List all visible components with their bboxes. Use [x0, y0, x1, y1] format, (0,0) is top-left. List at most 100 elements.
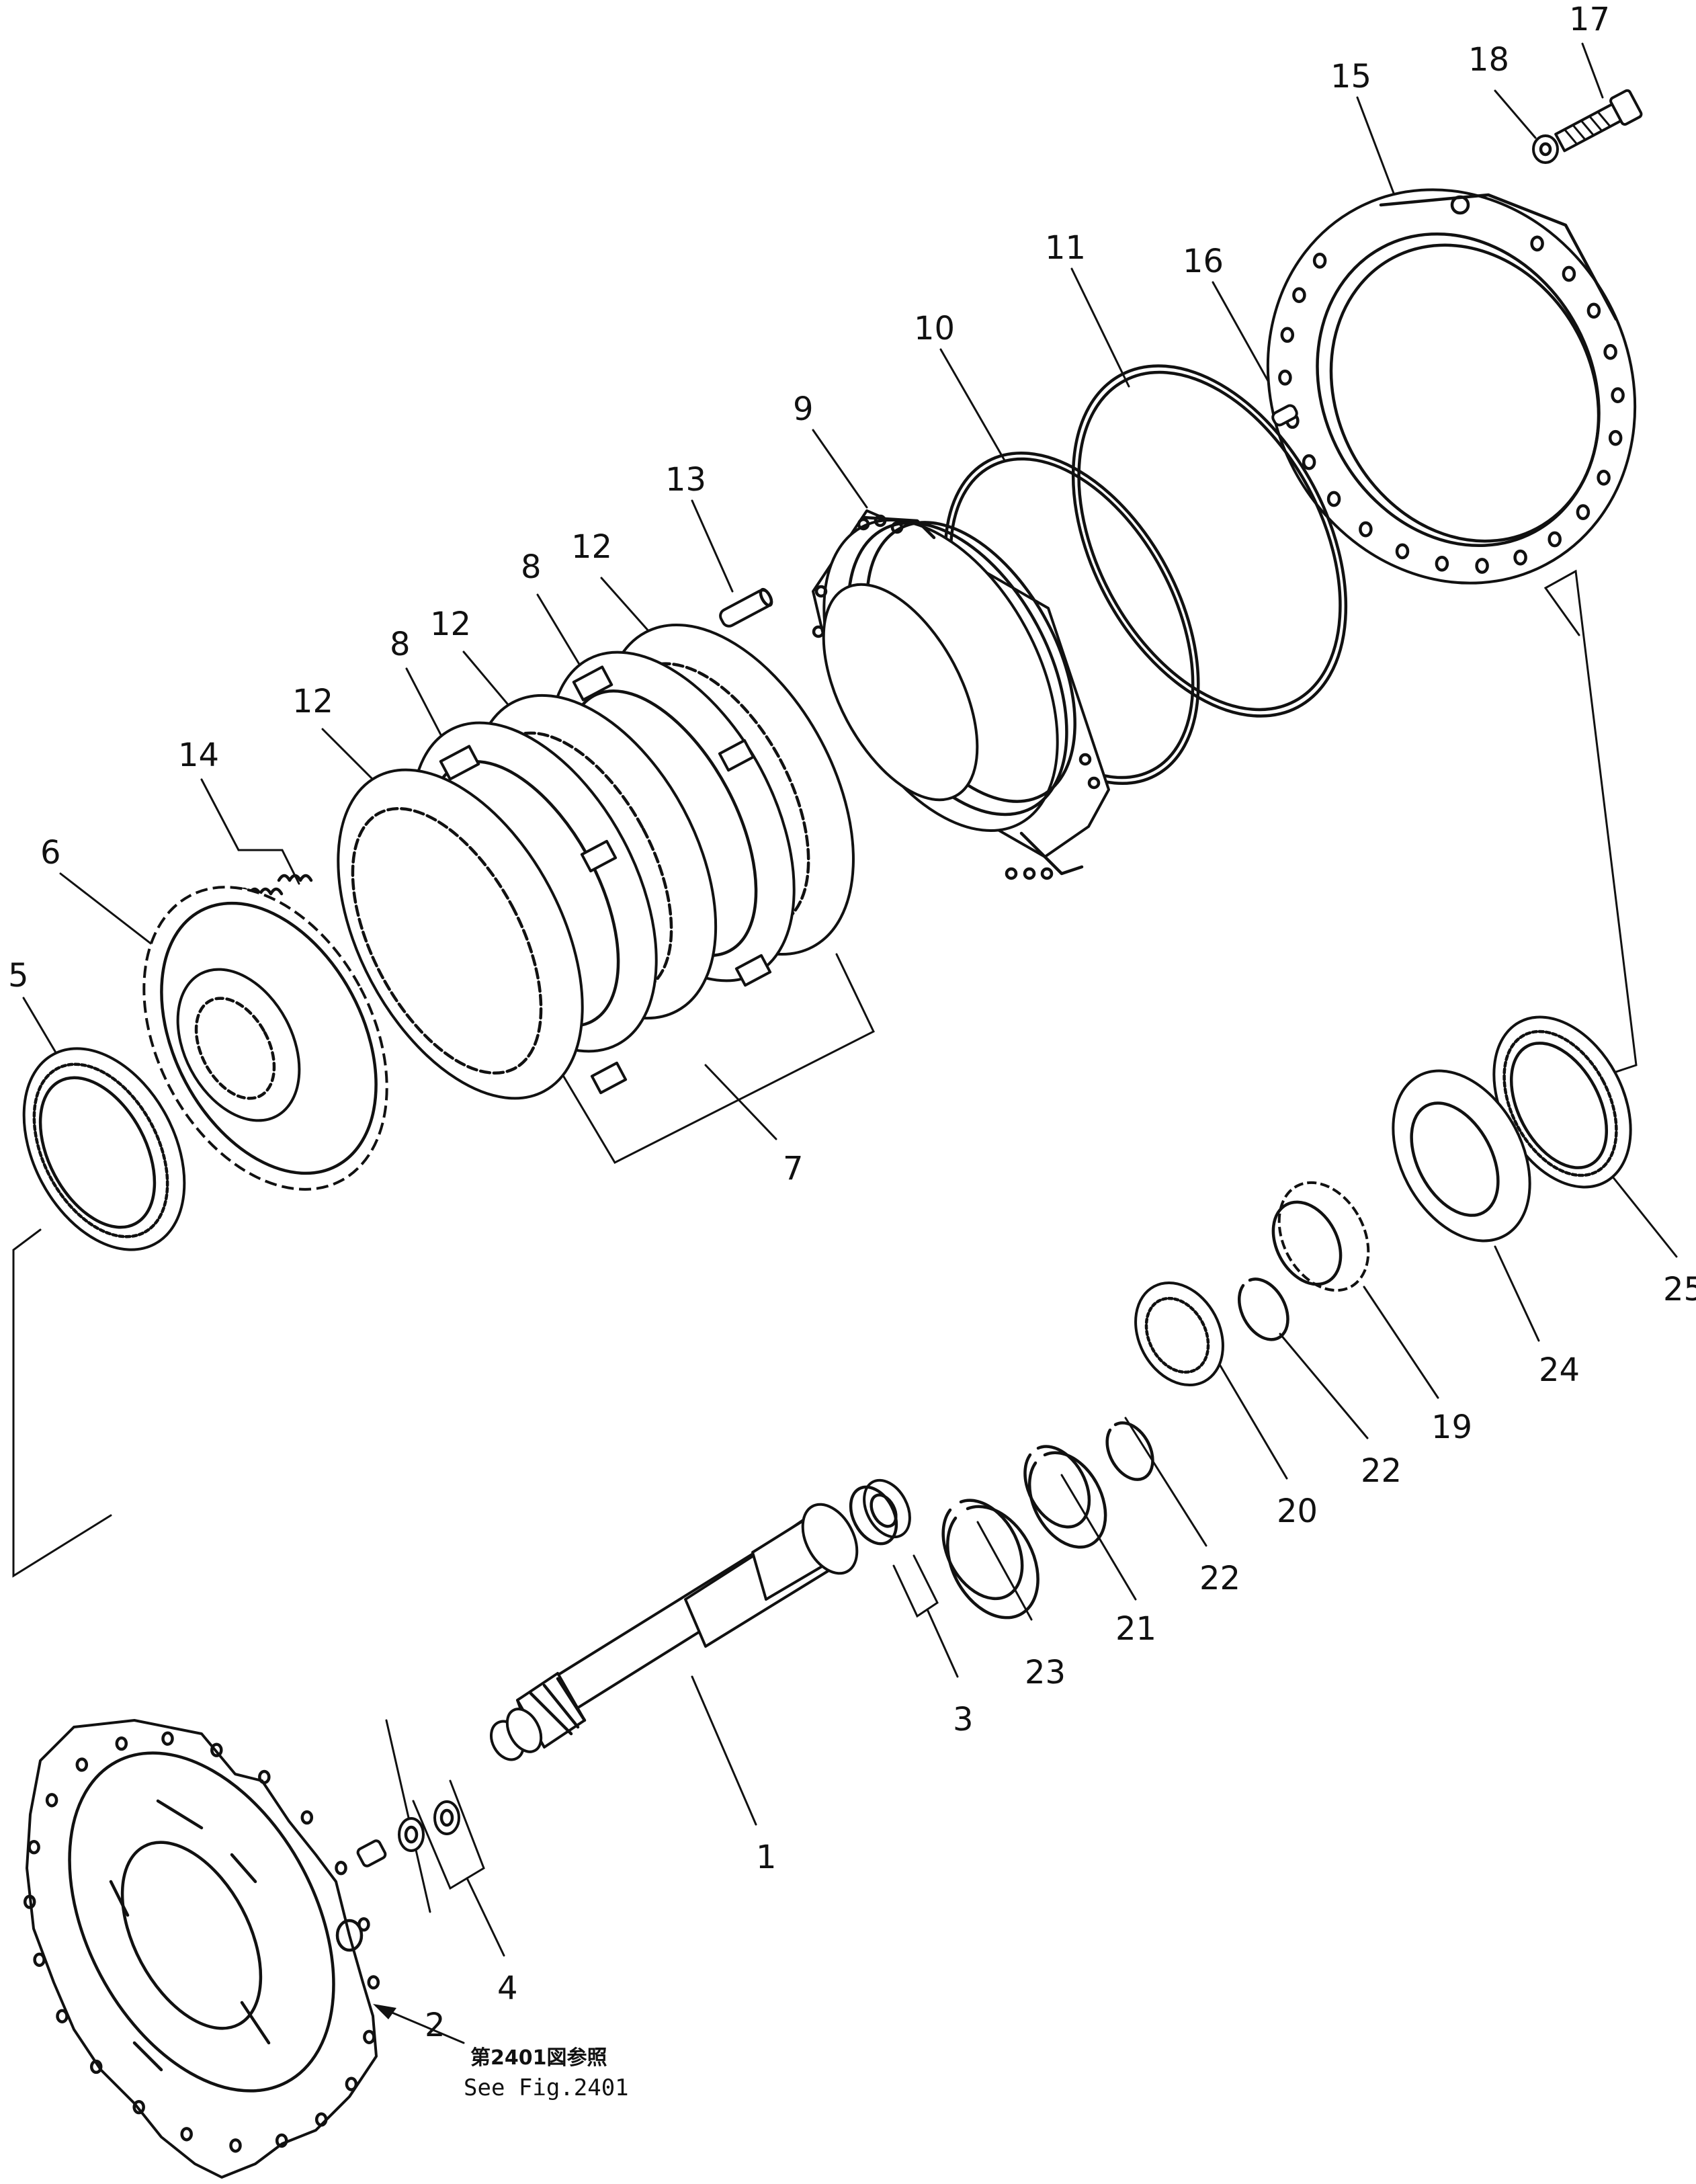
callout-20: 20 [1277, 1493, 1318, 1530]
part-4-washers [398, 1800, 460, 1852]
part-13-pin [719, 587, 773, 628]
bolt-hole [115, 1736, 128, 1751]
bolt-hole [1597, 469, 1611, 486]
bolt-hole [1278, 370, 1292, 386]
bolt-hole [1395, 543, 1410, 560]
part-17-bolt [1554, 89, 1643, 153]
part-16-pin [1271, 404, 1298, 427]
callout-14: 14 [178, 737, 219, 774]
part-15-bolt-holes [1278, 235, 1625, 574]
callout-8a: 8 [390, 626, 411, 663]
bolt-hole [1513, 549, 1527, 566]
callout-18: 18 [1468, 41, 1509, 79]
bolt-hole [1359, 521, 1373, 538]
callouts: 17 18 15 16 11 10 9 13 12 8 12 8 12 14 6… [8, 1, 1696, 2044]
bolt-hole [335, 1861, 347, 1876]
part-21-snap-ring [1023, 1445, 1107, 1549]
callout-21: 21 [1115, 1610, 1156, 1648]
bolt-hole [229, 2138, 242, 2153]
reference-note-japanese: 第2401図参照 [470, 2046, 607, 2070]
callout-12a: 12 [292, 683, 333, 720]
part-22-snap-ring-b [1105, 1421, 1154, 1481]
callout-7: 7 [783, 1150, 804, 1187]
bolt-hole [33, 1952, 46, 1967]
callout-25: 25 [1663, 1271, 1696, 1308]
bolt-hole [1530, 235, 1544, 252]
callout-19: 19 [1431, 1409, 1472, 1446]
part-22-snap-ring-a [1237, 1277, 1289, 1341]
part-2-plug [356, 1839, 387, 1867]
bolt-hole [45, 1793, 58, 1808]
bolt-hole [132, 2099, 145, 2115]
part-3-seal-rings [849, 1478, 911, 1546]
bolt-hole [1576, 504, 1591, 520]
bolt-hole [1302, 454, 1316, 470]
bolt-hole [363, 2029, 376, 2044]
bolt-hole [1475, 558, 1489, 574]
bolt-hole [258, 1769, 271, 1785]
callout-9: 9 [793, 390, 814, 428]
callout-16: 16 [1183, 243, 1224, 280]
callout-13: 13 [665, 461, 706, 499]
callout-15: 15 [1330, 58, 1371, 95]
bolt-hole [23, 1894, 36, 1909]
callout-3: 3 [953, 1701, 974, 1738]
bolt-hole [1312, 253, 1327, 269]
front-cover [26, 1719, 378, 2179]
callout-1: 1 [756, 1839, 777, 1876]
bolt-hole [1603, 343, 1617, 360]
part-9-piston [812, 509, 1110, 880]
callout-22b: 22 [1199, 1560, 1240, 1597]
part-5-bearing [22, 1047, 186, 1251]
callout-12c: 12 [571, 528, 612, 566]
callout-11: 11 [1045, 229, 1086, 267]
bolt-hole [210, 1742, 223, 1757]
part-1-shaft [490, 1503, 859, 1761]
bolt-hole [1326, 491, 1341, 507]
bolt-hole [1292, 287, 1306, 304]
callout-6: 6 [40, 834, 61, 872]
bolt-hole [1608, 429, 1623, 446]
bolt-hole [1562, 265, 1576, 282]
part-18-washer [1532, 134, 1559, 164]
callout-2: 2 [425, 2007, 446, 2044]
part-11-o-ring [1071, 364, 1348, 718]
callout-12b: 12 [430, 605, 471, 643]
reference-note: 第2401図参照 See Fig.2401 [464, 2046, 629, 2101]
bolt-hole [357, 1917, 370, 1932]
callout-10: 10 [914, 310, 955, 347]
part-20-bearing [1134, 1281, 1224, 1387]
bolt-hole [75, 1757, 89, 1772]
bolt-hole [89, 2059, 103, 2074]
callout-17: 17 [1569, 1, 1610, 38]
part-6-gear-hub [142, 886, 388, 1191]
bolt-hole [161, 1731, 174, 1746]
bolt-hole [180, 2127, 193, 2142]
bolt-hole [367, 1975, 380, 1990]
bolt-hole [1586, 302, 1601, 319]
part-7-friction-disc-1 [337, 768, 584, 1100]
callout-8b: 8 [521, 548, 542, 586]
part-19-gear [1271, 1181, 1370, 1292]
bolt-hole [314, 2112, 328, 2127]
bolt-hole [345, 2076, 358, 2091]
callout-23: 23 [1025, 1654, 1066, 1691]
callout-4: 4 [497, 1970, 518, 2007]
bolt-hole [1280, 327, 1295, 343]
callout-24: 24 [1539, 1351, 1580, 1389]
bolt-hole [28, 1840, 40, 1855]
bolt-hole [275, 2133, 288, 2148]
leader-lines [12, 42, 1678, 2044]
part-23-snap-ring [941, 1499, 1040, 1620]
part-15-housing [1266, 188, 1637, 585]
bolt-hole [1611, 387, 1625, 403]
part-24-thrust-washer [1392, 1069, 1531, 1243]
callout-5: 5 [8, 957, 29, 995]
part-25-bearing [1492, 1015, 1632, 1189]
bolt-hole [1547, 531, 1562, 548]
reference-note-english: See Fig.2401 [464, 2074, 629, 2101]
callout-22a: 22 [1361, 1452, 1402, 1490]
bolt-hole [56, 2009, 69, 2023]
